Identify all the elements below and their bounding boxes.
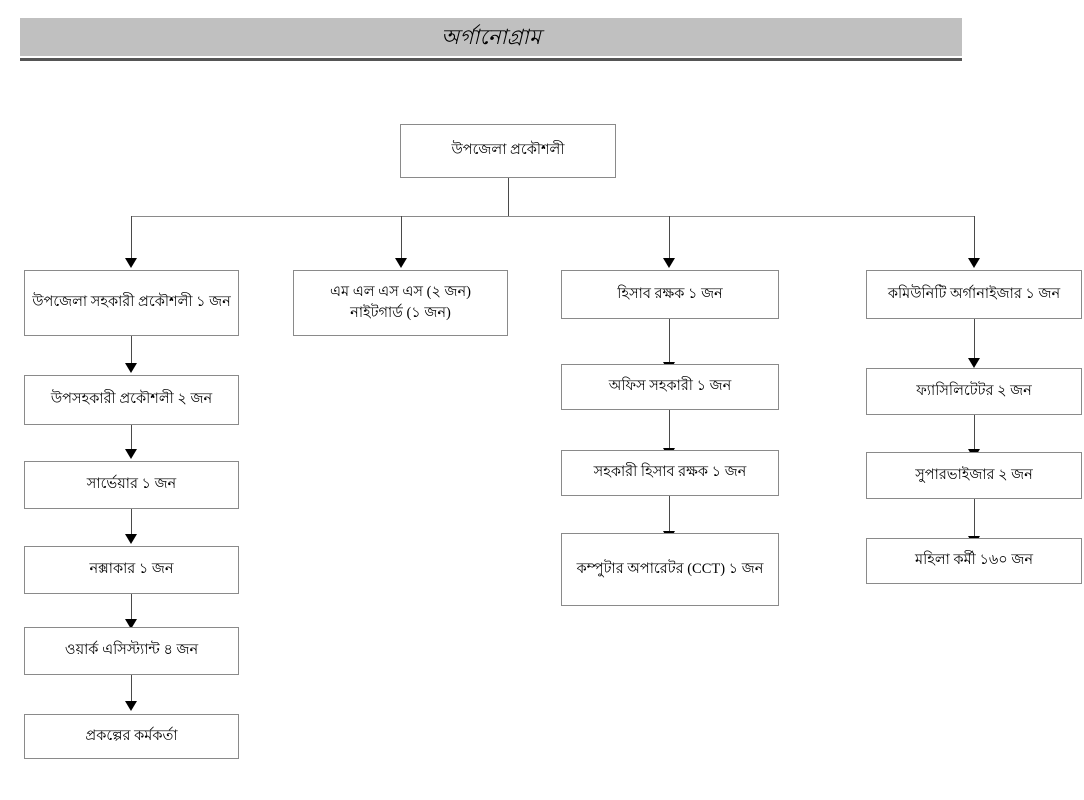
org-node-upazila-assistant-engineer[interactable]: উপজেলা সহকারী প্রকৌশলী ১ জন [24, 270, 239, 336]
org-node-label: কম্পুটার অপারেটর (CCT) ১ জন [576, 560, 764, 577]
connector-col3-3-4 [669, 496, 670, 532]
org-node-computer-operator[interactable]: কম্পুটার অপারেটর (CCT) ১ জন [561, 533, 779, 606]
arrowhead-col1 [125, 258, 137, 268]
connector-col1-5-6 [131, 675, 132, 702]
org-node-sub-assistant-engineer[interactable]: উপসহকারী প্রকৌশলী ২ জন [24, 375, 239, 425]
org-node-label: ফ্যাসিলিটেটর ২ জন [916, 382, 1032, 399]
arrowhead-col1-2 [125, 363, 137, 373]
org-node-surveyor[interactable]: সার্ভেয়ার ১ জন [24, 461, 239, 509]
connector-col1-4-5 [131, 594, 132, 620]
connector-root-stem [508, 178, 509, 216]
org-node-label: উপজেলা প্রকৌশলী [451, 142, 565, 159]
arrowhead-col1-5 [125, 619, 137, 629]
arrowhead-col1-3 [125, 449, 137, 459]
connector-root-to-col2 [401, 216, 402, 260]
connector-col4-1-2 [974, 319, 975, 359]
connector-col4-3-4 [974, 499, 975, 537]
org-node-project-officer[interactable]: প্রকল্পের কর্মকর্তা [24, 714, 239, 759]
org-node-label: এম এল এস এস (২ জন) নাইটগার্ড (১ জন) [330, 283, 471, 321]
org-node-community-organizer[interactable]: কমিউনিটি অর্গানাইজার ১ জন [866, 270, 1082, 319]
connector-col4-2-3 [974, 415, 975, 450]
connector-root-to-col1 [131, 216, 132, 260]
connector-root-bus [131, 216, 974, 217]
org-node-label: উপসহকারী প্রকৌশলী ২ জন [50, 391, 213, 408]
connector-col3-1-2 [669, 319, 670, 363]
connector-root-to-col4 [974, 216, 975, 260]
page-title-banner: অর্গানোগ্রাম [20, 18, 962, 56]
org-node-root[interactable]: উপজেলা প্রকৌশলী [400, 124, 616, 178]
org-node-mlss-nightguard[interactable]: এম এল এস এস (২ জন) নাইটগার্ড (১ জন) [293, 270, 508, 336]
arrowhead-col1-4 [125, 534, 137, 544]
arrowhead-col4 [968, 258, 980, 268]
connector-root-to-col3 [669, 216, 670, 260]
page-title: অর্গানোগ্রাম [440, 25, 542, 49]
org-node-draftsman[interactable]: নক্সাকার ১ জন [24, 546, 239, 594]
title-underline [20, 58, 962, 61]
org-node-accountant[interactable]: হিসাব রক্ষক ১ জন [561, 270, 779, 319]
org-node-office-assistant[interactable]: অফিস সহকারী ১ জন [561, 364, 779, 410]
org-node-label: সুপারভাইজার ২ জন [915, 466, 1033, 483]
connector-col3-2-3 [669, 410, 670, 449]
org-node-label: নক্সাকার ১ জন [89, 561, 174, 578]
org-node-label: উপজেলা সহকারী প্রকৌশলী ১ জন [32, 294, 231, 311]
org-node-facilitator[interactable]: ফ্যাসিলিটেটর ২ জন [866, 368, 1082, 415]
org-node-label: ওয়ার্ক এসিস্ট্যান্ট ৪ জন [64, 642, 199, 659]
org-node-label: মহিলা কর্মী ১৬০ জন [915, 552, 1033, 569]
org-node-label: সহকারী হিসাব রক্ষক ১ জন [593, 464, 747, 481]
arrowhead-col4-2 [968, 358, 980, 368]
arrowhead-col3 [663, 258, 675, 268]
org-node-label: কমিউনিটি অর্গানাইজার ১ জন [887, 285, 1061, 302]
org-node-supervisor[interactable]: সুপারভাইজার ২ জন [866, 452, 1082, 499]
org-node-female-worker[interactable]: মহিলা কর্মী ১৬০ জন [866, 538, 1082, 584]
connector-col1-3-4 [131, 509, 132, 535]
org-node-label: অফিস সহকারী ১ জন [608, 378, 732, 395]
connector-col1-2-3 [131, 425, 132, 450]
org-node-assistant-accountant[interactable]: সহকারী হিসাব রক্ষক ১ জন [561, 450, 779, 496]
org-node-label: সার্ভেয়ার ১ জন [86, 476, 177, 493]
arrowhead-col2 [395, 258, 407, 268]
org-node-label: হিসাব রক্ষক ১ জন [617, 285, 723, 302]
arrowhead-col1-6 [125, 701, 137, 711]
org-node-label: প্রকল্পের কর্মকর্তা [85, 727, 178, 744]
connector-col1-1-2 [131, 336, 132, 364]
org-node-work-assistant[interactable]: ওয়ার্ক এসিস্ট্যান্ট ৪ জন [24, 627, 239, 675]
